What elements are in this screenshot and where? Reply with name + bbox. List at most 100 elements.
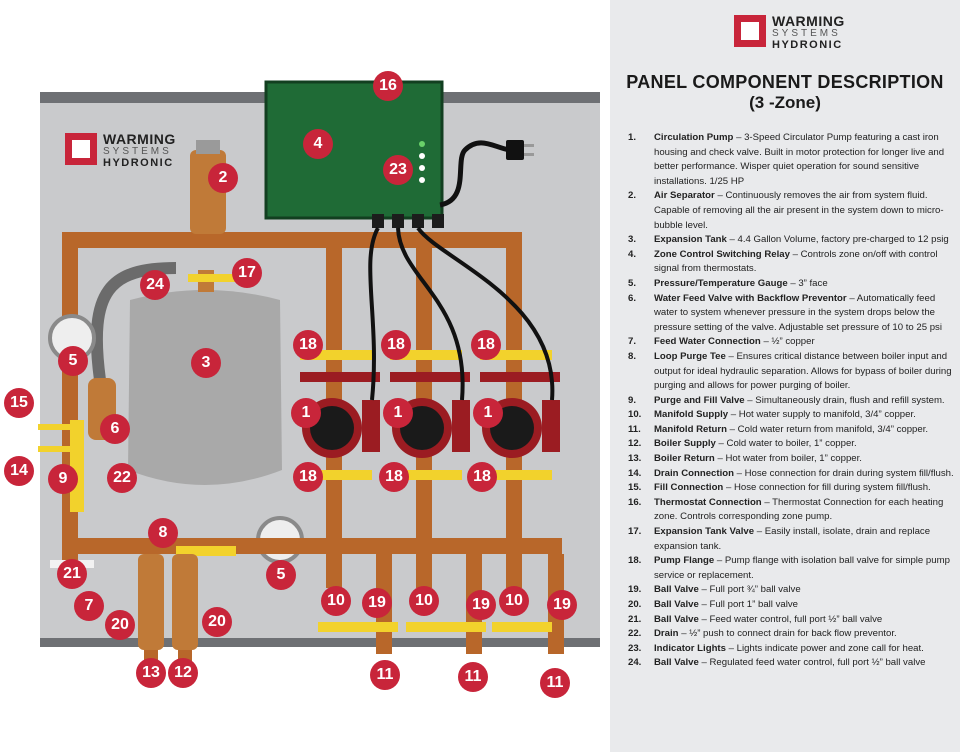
indicator-light-zone-3	[419, 177, 425, 183]
item-number: 10.	[628, 409, 642, 421]
callout-11-zone-3: 11	[540, 668, 570, 698]
item-name: Indicator Lights	[654, 642, 726, 654]
power-cord	[439, 140, 511, 208]
component-list-item: 19.Ball Valve – Full port ¾” ball valve	[628, 583, 954, 598]
item-description: – Hot water from boiler, 1” copper.	[714, 453, 862, 465]
indicator-light-zone-1	[419, 153, 425, 159]
callout-9: 9	[48, 464, 78, 494]
callout-11-zone-2: 11	[458, 662, 488, 692]
callout-18-top-1: 18	[293, 330, 323, 360]
component-list-item: 14. Drain Connection – Hose connection fo…	[628, 467, 954, 482]
item-name: Expansion Tank Valve	[654, 526, 755, 538]
component-list-item: 15.Fill Connection – Hose connection for…	[628, 481, 954, 496]
component-list: 1. Circulation Pump – 3-Speed Circulator …	[628, 131, 954, 671]
callout-10-zone-3: 10	[499, 586, 529, 616]
item-description: – Hose connection for drain during syste…	[733, 467, 954, 479]
component-list-item: 21. Ball Valve – Feed water control, full…	[628, 613, 954, 628]
component-list-item: 2.Air Separator – Continuously removes t…	[628, 189, 954, 233]
component-list-item: 5.Pressure/Temperature Gauge – 3” face	[628, 277, 954, 292]
item-name: Circulation Pump	[654, 132, 734, 143]
item-number: 22.	[628, 628, 642, 640]
item-description: – Continuously removes the air from syst…	[654, 190, 944, 231]
callout-20-left: 20	[105, 610, 135, 640]
callout-19-zone-2: 19	[466, 590, 496, 620]
callout-5-left: 5	[58, 346, 88, 376]
item-description: – 4.4 Gallon Volume, factory pre-charged…	[726, 234, 949, 246]
boiler-supply-valve	[172, 554, 198, 650]
component-list-item: 3.Expansion Tank – 4.4 Gallon Volume, fa…	[628, 233, 954, 248]
item-number: 14.	[628, 467, 642, 479]
panel-diagram: WARMING SYSTEMS HYDRONIC 16 4 23 2 24 17…	[4, 71, 600, 698]
callout-15: 15	[4, 388, 34, 418]
item-name: Drain Connection	[654, 467, 734, 479]
item-description: – Thermostat Connection for each heating…	[654, 496, 944, 523]
callout-21: 21	[57, 559, 87, 589]
item-description: – Easily install, isolate, drain and rep…	[654, 526, 931, 552]
item-number: 1.	[628, 132, 637, 143]
item-number: 9.	[628, 394, 637, 406]
component-list-item: 1. Circulation Pump – 3-Speed Circulator …	[628, 131, 954, 189]
item-description: – Automatically feed water to system whe…	[654, 292, 942, 333]
item-description: – Cold water to boiler, 1” copper.	[715, 438, 857, 450]
indicator-light-zone-2	[419, 165, 425, 171]
item-number: 18.	[628, 555, 642, 567]
component-list-item: 22. Drain – ½” push to connect drain for …	[628, 627, 954, 642]
component-list-item: 20. Ball Valve – Full port 1” ball valve	[628, 598, 954, 613]
item-description: – Simultaneously drain, flush and refill…	[744, 394, 945, 406]
component-list-item: 4. Zone Control Switching Relay – Control…	[628, 248, 954, 277]
brand-line1: WARMING	[772, 13, 845, 29]
component-list-item: 8.Loop Purge Tee – Ensures critical dist…	[628, 350, 954, 394]
brand-line3: HYDRONIC	[103, 157, 174, 169]
callout-18-bottom-3: 18	[467, 462, 497, 492]
item-description: – Controls zone on/off with control sign…	[654, 248, 938, 275]
component-list-item: 7.Feed Water Connection – ½” copper	[628, 335, 954, 350]
item-description: – Ensures critical distance between boil…	[654, 350, 952, 392]
component-list-item: 23.Indicator Lights – Lights indicate po…	[628, 642, 954, 657]
item-name: Manifold Return	[654, 423, 728, 435]
item-number: 21.	[628, 613, 642, 625]
component-list-item: 17.Expansion Tank Valve – Easily install…	[628, 525, 954, 554]
item-name: Water Feed Valve with Backflow Preventor	[654, 292, 847, 304]
indicator-light-power	[419, 141, 425, 147]
item-number: 4.	[628, 248, 637, 260]
item-name: Expansion Tank	[654, 234, 727, 246]
item-name: Pressure/Temperature Gauge	[654, 277, 788, 289]
item-description: – Full port ¾” ball valve	[698, 584, 801, 596]
callout-2: 2	[208, 163, 238, 193]
component-list-item: 10.Manifold Supply – Hot water supply to…	[628, 408, 954, 423]
relay-connectors	[372, 214, 444, 228]
item-name: Air Separator	[654, 190, 715, 202]
callout-18-top-2: 18	[381, 330, 411, 360]
item-number: 19.	[628, 584, 642, 596]
callout-22: 22	[107, 463, 137, 493]
item-name: Ball Valve	[654, 599, 699, 610]
callout-18-bottom-2: 18	[379, 462, 409, 492]
item-name: Thermostat Connection	[654, 496, 762, 508]
item-number: 15.	[628, 482, 642, 494]
item-number: 20.	[628, 599, 642, 610]
component-list-item: 9.Purge and Fill Valve – Simultaneously …	[628, 394, 954, 409]
brand-line3: HYDRONIC	[772, 39, 843, 51]
item-name: Zone Control Switching Relay	[654, 248, 790, 260]
item-description: – Full port 1” ball valve	[698, 599, 798, 610]
expansion-tank	[128, 290, 282, 485]
component-list-item: 13.Boiler Return – Hot water from boiler…	[628, 452, 954, 467]
callout-5-bottom: 5	[266, 560, 296, 590]
item-description: – ½” copper	[760, 336, 815, 348]
brand-line1: WARMING	[103, 131, 176, 147]
callout-12: 12	[168, 658, 198, 688]
item-description: – Hot water supply to manifold, 3/4” cop…	[728, 409, 916, 421]
loop-purge-tee-handle	[176, 546, 236, 556]
item-description: – ½” push to connect drain for back flow…	[678, 628, 897, 640]
component-list-item: 24.Ball Valve – Regulated feed water con…	[628, 656, 954, 671]
item-name: Ball Valve	[654, 613, 699, 625]
panel-title: PANEL COMPONENT DESCRIPTION	[626, 72, 944, 92]
item-description: – 3-Speed Circulator Pump featuring a ca…	[654, 132, 945, 187]
item-name: Drain	[654, 628, 679, 640]
brand-line2: SYSTEMS	[103, 146, 172, 157]
item-number: 24.	[628, 657, 642, 669]
callout-18-top-3: 18	[471, 330, 501, 360]
item-description: – Lights indicate power and zone call fo…	[725, 642, 924, 654]
item-description: – Cold water return from manifold, 3/4” …	[727, 423, 929, 435]
item-description: – Feed water control, full port ½” ball …	[698, 613, 883, 625]
